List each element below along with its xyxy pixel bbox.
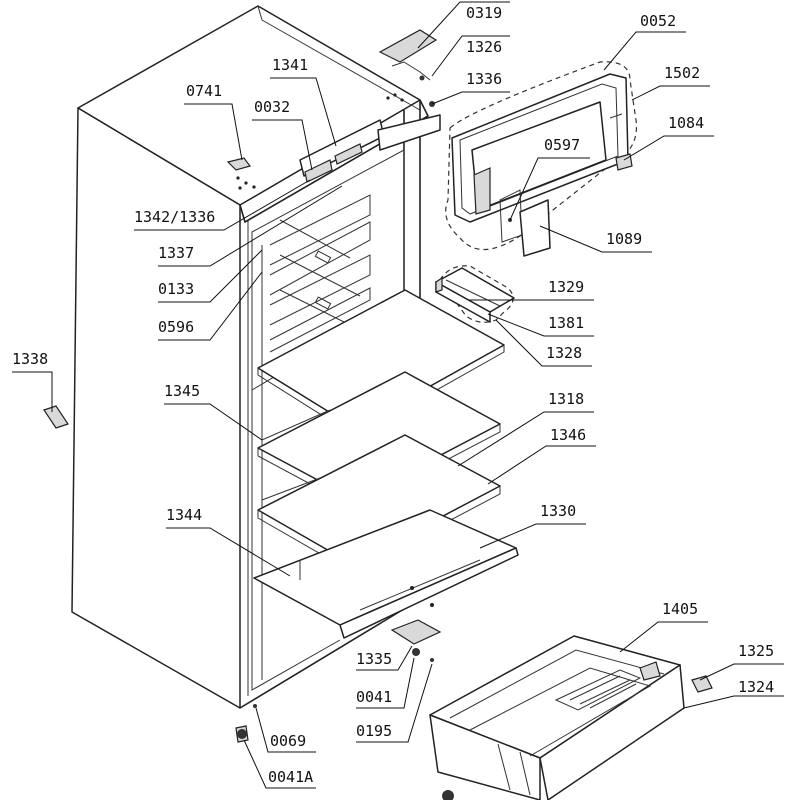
- label-1318: 1318: [548, 390, 584, 408]
- label-1336: 1336: [466, 70, 502, 88]
- label-1084: 1084: [668, 114, 704, 132]
- label-1502: 1502: [664, 64, 700, 82]
- label-1405: 1405: [662, 600, 698, 618]
- label-0041A: 0041A: [268, 768, 313, 786]
- label-0041: 0041: [356, 688, 392, 706]
- label-1338: 1338: [12, 350, 48, 368]
- label-1346: 1346: [550, 426, 586, 444]
- side-part: [43, 405, 69, 429]
- label-1344: 1344: [166, 506, 202, 524]
- glass-shelves: [257, 289, 505, 573]
- crisper-cover: [253, 509, 519, 639]
- label-0032: 0032: [254, 98, 290, 116]
- label-1342-1336: 1342/1336: [134, 208, 215, 226]
- label-1345: 1345: [164, 382, 200, 400]
- leader-lines: [12, 1, 784, 789]
- label-1324: 1324: [738, 678, 774, 696]
- label-0069: 0069: [270, 732, 306, 750]
- compartment-door: [445, 61, 638, 257]
- label-0133: 0133: [158, 280, 194, 298]
- bottom-hinge: [235, 619, 442, 743]
- callout-labels: 0319 1326 1336 0052 1502 1084 0597 1089 …: [12, 4, 774, 786]
- label-0741: 0741: [186, 82, 222, 100]
- label-0596: 0596: [158, 318, 194, 336]
- door-shelf: [435, 265, 515, 323]
- label-1089: 1089: [606, 230, 642, 248]
- label-1325: 1325: [738, 642, 774, 660]
- label-0597: 0597: [544, 136, 580, 154]
- label-1335: 1335: [356, 650, 392, 668]
- crisper-drawer: [429, 635, 713, 800]
- label-0319: 0319: [466, 4, 502, 22]
- label-1341: 1341: [272, 56, 308, 74]
- label-1381: 1381: [548, 314, 584, 332]
- label-1326: 1326: [466, 38, 502, 56]
- label-1329: 1329: [548, 278, 584, 296]
- refrigerator-cabinet: [71, 5, 511, 709]
- label-1330: 1330: [540, 502, 576, 520]
- label-0052: 0052: [640, 12, 676, 30]
- label-1337: 1337: [158, 244, 194, 262]
- top-hinge: [378, 29, 438, 107]
- label-1328: 1328: [546, 344, 582, 362]
- label-0195: 0195: [356, 722, 392, 740]
